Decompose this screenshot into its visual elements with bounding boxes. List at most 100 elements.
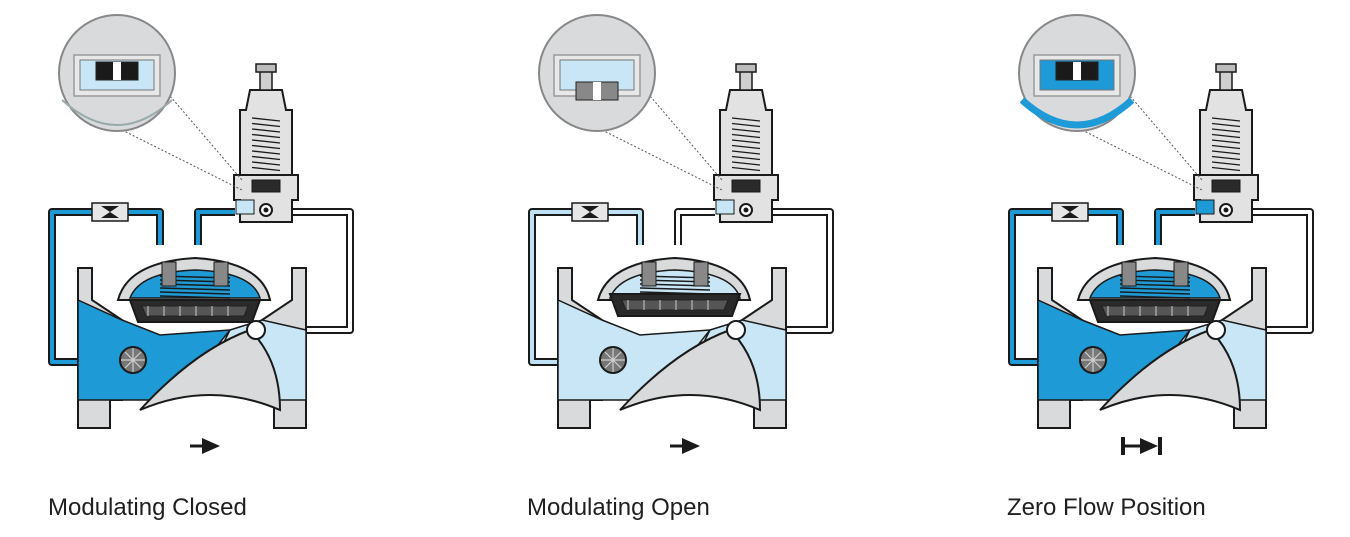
- main-spring-coil: [159, 295, 231, 299]
- caption-modulating-closed: Modulating Closed: [48, 494, 247, 521]
- pilot-spring-coil: [251, 155, 281, 161]
- adjusting-screw: [1219, 69, 1233, 91]
- needle-valve-icon: [1061, 206, 1079, 218]
- pilot-tube-right-pressurized: [1156, 210, 1195, 245]
- valve-diagram-modulating-open: [528, 14, 834, 454]
- outlet-port: [1206, 320, 1226, 340]
- spring-guide-right: [213, 261, 229, 287]
- adjusting-nut: [735, 63, 757, 73]
- pilot-spring-coil: [1211, 139, 1241, 144]
- needle-valve-icon: [101, 206, 119, 218]
- pilot-spring-coil: [731, 139, 761, 144]
- pilot-inlet-chamber: [715, 199, 735, 215]
- callout-line-top: [631, 74, 723, 181]
- pilot-inlet-chamber: [235, 199, 255, 215]
- disc-ribs: [627, 300, 709, 310]
- disc-retainer: [1101, 305, 1209, 317]
- flow-arrow-head: [1140, 438, 1158, 454]
- pilot-disc: [263, 207, 269, 213]
- pilot-spring-coil: [731, 166, 761, 172]
- pilot-spring-coil: [1211, 128, 1241, 133]
- pilot-disc: [743, 207, 749, 213]
- pilot-spring-coil: [1211, 117, 1241, 122]
- callout-line-bottom: [1081, 129, 1203, 191]
- main-spring-coil: [1119, 287, 1191, 291]
- disc-retainer: [621, 299, 729, 311]
- magnifier-stem: [593, 82, 601, 100]
- pilot-spring-housing: [1199, 89, 1253, 176]
- spring-guide-right: [1173, 261, 1189, 287]
- valve-graphic: [48, 14, 354, 454]
- main-spring-coil: [159, 287, 231, 291]
- main-spring-coil: [639, 287, 711, 291]
- spring-guide-left: [641, 261, 657, 287]
- pilot-spring-coil: [251, 150, 281, 155]
- flow-arrow-head: [202, 438, 220, 454]
- valve-graphic: [1008, 14, 1314, 455]
- needle-valve-icon: [581, 206, 599, 218]
- pilot-spring-housing: [239, 89, 293, 176]
- spring-guide-left: [1121, 261, 1137, 287]
- pilot-spring-coil: [1211, 144, 1241, 150]
- disc-ribs: [1107, 306, 1189, 316]
- pilot-spring-coil: [251, 128, 281, 133]
- pilot-spring-coil: [251, 117, 281, 122]
- pilot-spring-coil: [251, 139, 281, 144]
- strainer-mesh: [121, 348, 145, 372]
- pilot-spring-coil: [1211, 122, 1241, 128]
- disc-ribs: [147, 306, 229, 316]
- pilot-spring-coil: [1211, 133, 1241, 139]
- pilot-spring-coil: [731, 133, 761, 139]
- pilot-diaphragm: [731, 179, 761, 193]
- pilot-diaphragm: [1211, 179, 1241, 193]
- pilot-spring-housing: [719, 89, 773, 176]
- pilot-spring-coil: [251, 144, 281, 150]
- pilot-spring-coil: [731, 144, 761, 150]
- valve-graphic: [528, 14, 834, 454]
- pilot-spring-coil: [731, 155, 761, 161]
- pilot-diaphragm: [251, 179, 281, 193]
- outlet-port: [726, 320, 746, 340]
- strainer-mesh: [601, 348, 625, 372]
- spring-guide-right: [693, 261, 709, 287]
- callout-line-top: [1111, 74, 1203, 181]
- pilot-spring-coil: [731, 128, 761, 133]
- magnifier-flow-path: [1019, 97, 1135, 129]
- valve-diagram-modulating-closed: [48, 14, 354, 454]
- flow-arrow-head: [682, 438, 700, 454]
- adjusting-screw: [259, 69, 273, 91]
- pilot-spring-coil: [251, 122, 281, 128]
- adjusting-screw: [739, 69, 753, 91]
- main-spring-coil: [1119, 291, 1191, 295]
- pilot-spring-coil: [251, 166, 281, 172]
- magnifier-stem: [113, 62, 121, 80]
- disc-retainer: [141, 305, 249, 317]
- pilot-spring-coil: [1211, 150, 1241, 155]
- pilot-spring-coil: [731, 150, 761, 155]
- pilot-spring-coil: [1211, 166, 1241, 172]
- valve-panel-zero-flow: Zero Flow Position: [990, 0, 1350, 537]
- pilot-spring-coil: [1211, 155, 1241, 161]
- outlet-port: [246, 320, 266, 340]
- pilot-inlet-chamber: [1195, 199, 1215, 215]
- valve-seat-bridge: [619, 328, 762, 412]
- pilot-disc: [1223, 207, 1229, 213]
- magnifier-flow-path: [61, 99, 173, 126]
- adjusting-nut: [1215, 63, 1237, 73]
- valve-seat-bridge: [1099, 328, 1242, 412]
- valve-panel-modulating-open: Modulating Open: [510, 0, 930, 537]
- caption-zero-flow: Zero Flow Position: [1007, 494, 1206, 521]
- spring-guide-left: [161, 261, 177, 287]
- magnifier-stem: [1073, 62, 1081, 80]
- valve-panel-modulating-closed: Modulating Closed: [30, 0, 450, 537]
- pilot-spring-coil: [731, 161, 761, 166]
- pilot-tube-right-pressurized: [196, 210, 235, 245]
- valve-seat-bridge: [139, 328, 282, 412]
- pilot-spring-coil: [731, 117, 761, 122]
- main-spring-coil: [1119, 295, 1191, 299]
- strainer-mesh: [1081, 348, 1105, 372]
- valve-diagram-zero-flow: [1008, 14, 1314, 455]
- callout-line-top: [151, 74, 243, 181]
- pilot-spring-coil: [731, 122, 761, 128]
- callout-line-bottom: [601, 129, 723, 191]
